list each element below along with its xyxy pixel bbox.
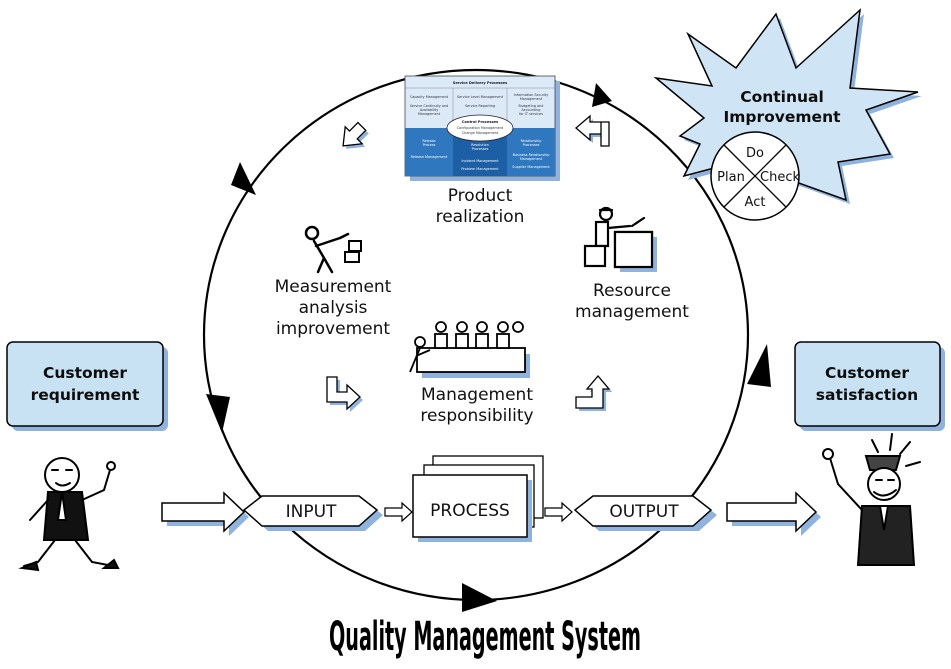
customer-requirement-line2: requirement bbox=[31, 386, 140, 404]
sd-delivery-center-1: Service Level Management bbox=[457, 95, 504, 99]
diagram-title: Quality Management System bbox=[329, 612, 641, 660]
flow-arrow-small-2 bbox=[544, 501, 573, 523]
sd-resolution-item-2: Problem Management bbox=[461, 167, 499, 171]
flow-arrow-right bbox=[726, 491, 821, 536]
sd-delivery-center-2: Service Reporting bbox=[465, 104, 495, 108]
sd-relationship-item-3: Supplier Management bbox=[512, 165, 550, 169]
input-shape: INPUT bbox=[242, 495, 383, 531]
pdca-check: Check bbox=[760, 170, 800, 185]
input-label: INPUT bbox=[286, 502, 337, 522]
sd-delivery-right-4: Accounting bbox=[522, 108, 541, 112]
measurement-line2: analysis bbox=[299, 298, 368, 318]
product-realization-line2: realization bbox=[436, 207, 525, 227]
measurement-line3: improvement bbox=[276, 319, 390, 339]
inner-arrow-bottom-left bbox=[326, 376, 363, 412]
pdca-act: Act bbox=[745, 195, 766, 210]
sd-delivery-left-2: Service Continuity and bbox=[410, 104, 449, 108]
resource-management-line1: Resource bbox=[593, 281, 671, 301]
resource-management-line2: management bbox=[575, 302, 689, 322]
product-realization-line1: Product bbox=[448, 186, 513, 206]
service-management-diagram: Service Delivery Processes Capacity Mana… bbox=[404, 75, 560, 181]
measurement-line1: Measurement bbox=[275, 277, 392, 297]
customer-requirement-box: Customer requirement bbox=[6, 341, 168, 431]
flow-arrow-left bbox=[161, 491, 249, 536]
sd-delivery-left-4: Management bbox=[418, 112, 441, 116]
sd-control-header: Control Processes bbox=[462, 120, 498, 124]
flow-arrow-small-1 bbox=[384, 501, 413, 523]
inner-arrow-bottom-right bbox=[575, 374, 612, 411]
sd-relationship-header-1: Relationship bbox=[521, 139, 542, 143]
output-label: OUTPUT bbox=[609, 502, 679, 522]
management-responsibility-line2: responsibility bbox=[420, 406, 533, 426]
sd-relationship-item-1: Business Relationship bbox=[513, 153, 550, 157]
cycle-arrowhead-left-upper bbox=[231, 162, 256, 195]
pdca-plan: Plan bbox=[717, 170, 745, 185]
sd-delivery-left-3: Availability bbox=[420, 108, 438, 112]
sd-control-item-2: Change Management bbox=[462, 131, 499, 135]
sd-control-item-1: Configuration Management bbox=[457, 126, 504, 130]
sd-delivery-right-5: for IT services bbox=[519, 112, 543, 116]
output-shape: OUTPUT bbox=[573, 495, 717, 531]
sd-delivery-left-1: Capacity Management bbox=[410, 95, 449, 99]
sd-relationship-item-2: Management bbox=[520, 157, 543, 161]
sd-release-header-1: Release bbox=[422, 139, 435, 143]
management-responsibility-line1: Management bbox=[421, 385, 533, 405]
cycle-arrowhead-right bbox=[747, 344, 771, 387]
process-stack: PROCESS bbox=[412, 455, 544, 542]
customer-satisfaction-line2: satisfaction bbox=[816, 386, 918, 404]
sd-delivery-right-2: Management bbox=[520, 97, 543, 101]
improvement-label: Improvement bbox=[723, 108, 841, 126]
sd-resolution-header-2: Processes bbox=[472, 147, 489, 151]
cycle-arrowhead-top-right bbox=[592, 83, 612, 107]
inner-arrow-top-right bbox=[575, 114, 610, 147]
sd-delivery-right-1: Information Security bbox=[514, 93, 549, 97]
inner-arrow-top-left bbox=[342, 121, 369, 149]
continual-label: Continual bbox=[740, 88, 824, 106]
cycle-arrowhead-bottom bbox=[462, 583, 497, 612]
customer-requirement-line1: Customer bbox=[43, 364, 127, 382]
cycle-arrowhead-left-lower bbox=[206, 394, 230, 433]
sd-release-item: Release Management bbox=[411, 155, 448, 159]
sd-resolution-header-1: Resolution bbox=[471, 143, 489, 147]
customer-satisfaction-line1: Customer bbox=[825, 364, 909, 382]
sd-delivery-header: Service Delivery Processes bbox=[453, 81, 508, 85]
process-label: PROCESS bbox=[430, 501, 510, 521]
sd-release-header-2: Process bbox=[423, 143, 436, 147]
management-meeting-illustration bbox=[409, 321, 530, 378]
pdca-wheel: Do Plan Check Act bbox=[710, 131, 800, 221]
sd-resolution-item-1: Incident Management bbox=[461, 159, 499, 163]
pdca-do: Do bbox=[746, 146, 764, 161]
customer-satisfaction-box: Customer satisfaction bbox=[794, 341, 945, 431]
measurement-worker-illustration bbox=[304, 225, 362, 274]
customer-right-illustration bbox=[822, 433, 921, 566]
sd-delivery-right-3: Budgeting and bbox=[519, 104, 544, 108]
sd-relationship-header-2: Processes bbox=[523, 143, 540, 147]
customer-left-illustration bbox=[18, 457, 120, 572]
resource-worker-illustration bbox=[583, 206, 657, 272]
